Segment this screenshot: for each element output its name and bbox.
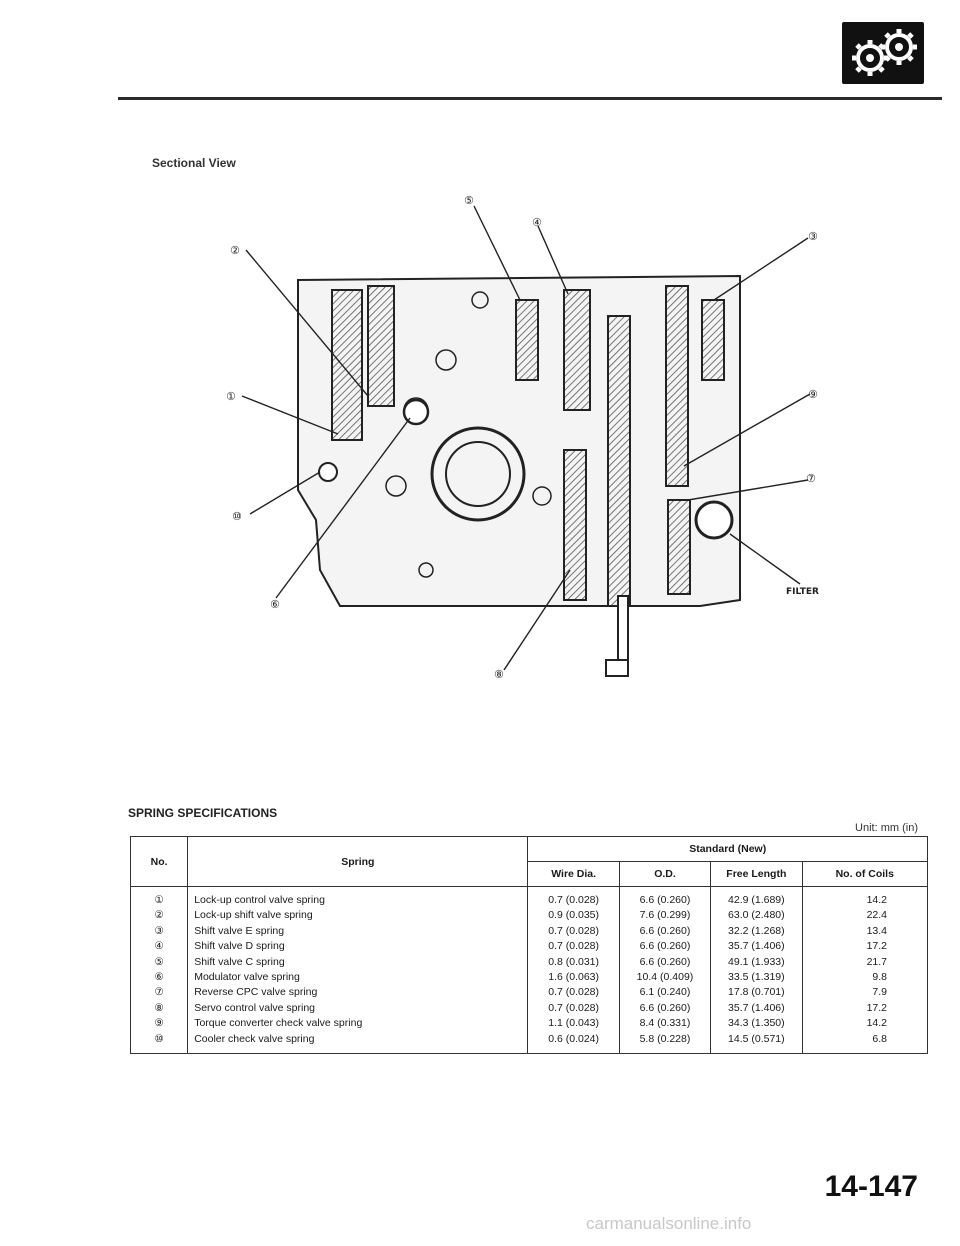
header-spring: Spring <box>187 836 529 887</box>
callout-2: ② <box>230 244 240 257</box>
header-no: No. <box>129 836 189 887</box>
callout-5: ⑤ <box>464 194 474 207</box>
valve-lockup-control <box>331 289 363 441</box>
valve-manual <box>605 315 631 677</box>
valve-shift-d <box>563 289 591 411</box>
cell-no-list: ① ② ③ ④ ⑤ ⑥ ⑦ ⑧ ⑨ ⑩ <box>129 885 189 1055</box>
table-row: ① ② ③ ④ ⑤ ⑥ ⑦ ⑧ ⑨ ⑩ Lock-up control valv… <box>129 885 928 1055</box>
unit-label: Unit: mm (in) <box>855 822 918 834</box>
header-rule <box>118 97 942 100</box>
spring-spec-table: No. Spring Standard (New) Wire Dia. O.D.… <box>129 836 928 1055</box>
cell-wire-list: 0.7 (0.028) 0.9 (0.035) 0.7 (0.028) 0.7 … <box>527 885 620 1055</box>
callout-9: ⑨ <box>808 388 818 401</box>
callout-3: ③ <box>808 230 818 243</box>
callout-8: ⑧ <box>494 668 504 681</box>
cell-coils-list: 14.2 22.4 13.4 17.2 21.7 9.8 7.9 17.2 14… <box>801 885 928 1055</box>
header-free-length: Free Length <box>710 861 803 887</box>
callout-1: ① <box>226 390 236 403</box>
valve-torque-converter-check <box>701 299 725 381</box>
callout-7: ⑦ <box>806 472 816 485</box>
header-wire: Wire Dia. <box>527 861 620 887</box>
valve-lockup-shift <box>367 285 395 407</box>
cell-od-list: 6.6 (0.260) 7.6 (0.299) 6.6 (0.260) 6.6 … <box>618 885 712 1055</box>
filter-element <box>694 500 734 540</box>
header-od: O.D. <box>618 861 712 887</box>
valve-shift-c <box>515 299 539 381</box>
valve-shift-e <box>665 285 689 487</box>
cooler-check-valve <box>318 462 338 482</box>
callout-6: ⑥ <box>270 598 280 611</box>
valve-servo-control <box>563 449 587 601</box>
filter-label: FILTER <box>786 587 819 597</box>
callout-4: ④ <box>532 216 542 229</box>
page-number: 14-147 <box>824 1170 918 1203</box>
section-title: Sectional View <box>152 156 236 170</box>
header-coils: No. of Coils <box>801 861 928 887</box>
spec-title: SPRING SPECIFICATIONS <box>128 806 278 820</box>
leader-lines <box>241 205 811 671</box>
valve-reverse-cpc <box>667 499 691 595</box>
valve-body-diagram: ② ① ⑩ ⑥ ⑤ ④ ③ ⑨ ⑦ ⑧ FILTER <box>226 194 819 681</box>
callout-10: ⑩ <box>232 510 242 523</box>
center-bore <box>430 426 526 522</box>
cell-spring-list: Lock-up control valve spring Lock-up shi… <box>187 885 529 1055</box>
gear-logo <box>842 22 924 84</box>
cell-free-length-list: 42.9 (1.689) 63.0 (2.480) 32.2 (1.268) 3… <box>710 885 803 1055</box>
gears-icon <box>852 29 917 76</box>
watermark-text: carmanualsonline.info <box>586 1214 752 1233</box>
header-standard: Standard (New) <box>527 836 928 862</box>
